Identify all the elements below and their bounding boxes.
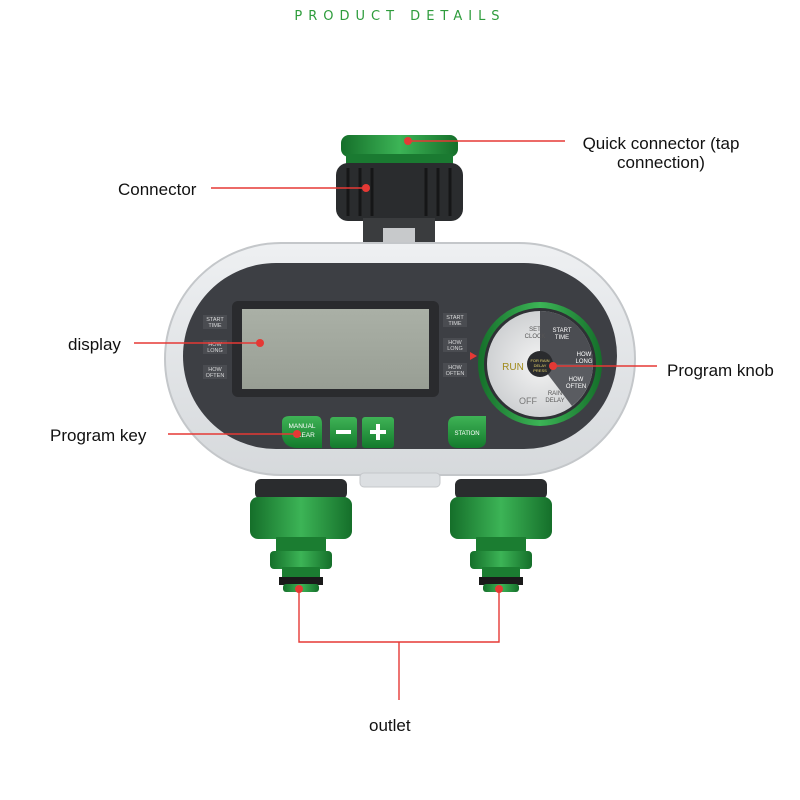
svg-text:MANUAL: MANUAL	[288, 423, 315, 430]
svg-text:FOR RAIN: FOR RAIN	[530, 358, 549, 363]
minus-button[interactable]	[330, 417, 357, 448]
svg-text:PRESS: PRESS	[533, 368, 547, 373]
page-title: PRODUCT DETAILS	[294, 9, 506, 24]
svg-text:HOW: HOW	[208, 367, 222, 373]
svg-text:RUN: RUN	[502, 362, 524, 373]
svg-text:HOW: HOW	[208, 342, 222, 348]
svg-text:RAIN: RAIN	[548, 391, 562, 397]
callout-outlet	[295, 585, 503, 700]
program-key-label: Program key	[50, 426, 147, 445]
svg-text:TIME: TIME	[555, 335, 569, 341]
side-label-left-0: START	[206, 317, 224, 323]
svg-text:LONG: LONG	[575, 359, 592, 365]
svg-text:OFTEN: OFTEN	[206, 373, 225, 379]
outlet-right	[450, 479, 552, 592]
svg-text:OFTEN: OFTEN	[566, 384, 586, 390]
program-knob-label: Program knob	[667, 361, 774, 380]
quick-connector	[336, 135, 463, 254]
callout-program-knob	[549, 362, 657, 370]
station-button[interactable]: STATION	[448, 416, 486, 448]
callout-program-key	[168, 430, 301, 438]
svg-text:LONG: LONG	[447, 346, 463, 352]
callout-quick-connector	[404, 137, 565, 145]
svg-text:LONG: LONG	[207, 348, 223, 354]
callout-connector	[211, 184, 370, 192]
svg-text:DELAY: DELAY	[545, 398, 564, 404]
connector-label: Connector	[118, 180, 197, 199]
callout-display	[134, 339, 264, 347]
svg-text:START: START	[552, 328, 571, 334]
quick-connector-label: Quick connector (tap connection)	[568, 134, 754, 172]
svg-text:TIME: TIME	[448, 321, 461, 327]
svg-text:HOW: HOW	[577, 352, 592, 358]
plus-button[interactable]	[362, 417, 394, 448]
svg-text:HOW: HOW	[569, 377, 584, 383]
svg-text:OFF: OFF	[519, 396, 537, 406]
svg-text:HOW: HOW	[448, 365, 462, 371]
quick-connector-label-line2: connection)	[617, 153, 705, 172]
display-label: display	[68, 335, 121, 354]
svg-text:SET: SET	[529, 327, 541, 333]
svg-text:START: START	[446, 315, 464, 321]
quick-connector-label-line1: Quick connector (tap	[582, 134, 740, 153]
outlet-label: outlet	[369, 716, 411, 735]
lcd-display	[232, 301, 439, 397]
svg-text:CLOCK: CLOCK	[525, 334, 546, 340]
svg-text:STATION: STATION	[454, 431, 479, 437]
manual-clear-button[interactable]: MANUAL CLEAR	[282, 416, 322, 448]
svg-text:HOW: HOW	[448, 340, 462, 346]
outlet-left	[250, 479, 352, 592]
svg-text:OFTEN: OFTEN	[446, 371, 465, 377]
svg-text:CLEAR: CLEAR	[293, 432, 315, 439]
svg-text:DELAY: DELAY	[534, 363, 547, 368]
svg-text:TIME: TIME	[208, 323, 221, 329]
